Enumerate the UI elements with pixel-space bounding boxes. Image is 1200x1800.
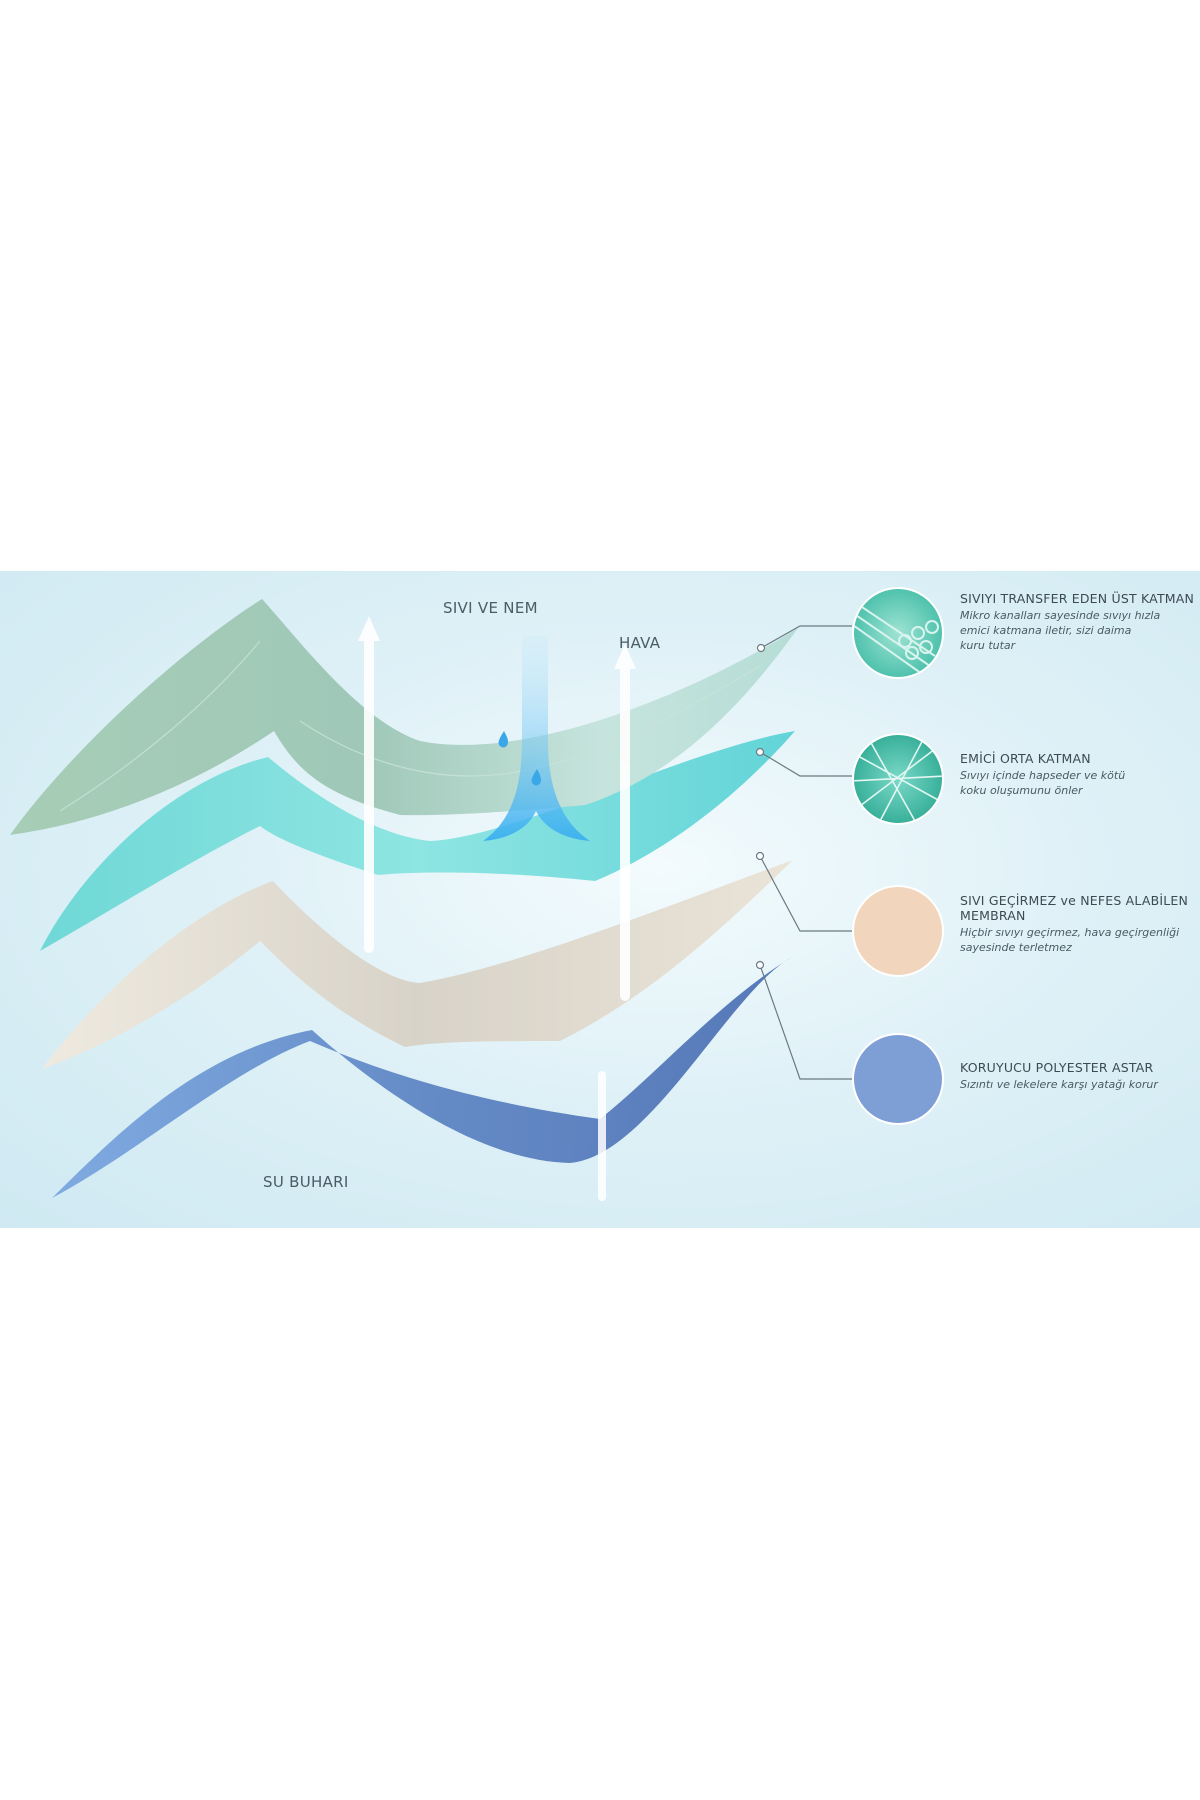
leader-line-absorbent [760,752,852,776]
legend-title: KORUYUCU POLYESTER ASTAR [960,1060,1195,1075]
legend-title: EMİCİ ORTA KATMAN [960,751,1195,766]
legend-title: SIVIYI TRANSFER EDEN ÜST KATMAN [960,591,1195,606]
legend-title: SIVI GEÇİRMEZ ve NEFES ALABİLEN [960,893,1195,908]
legend-description-line: emici katmana iletir, sizi daima [960,623,1195,638]
water-drop-icon [499,731,508,747]
leader-dot-absorbent [757,749,764,756]
legend-absorbent-layer: EMİCİ ORTA KATMAN Sıvıyı içinde hapseder… [960,751,1195,798]
leader-line-liner [760,965,852,1079]
legend-description-line: Sıvıyı içinde hapseder ve kötü [960,768,1195,783]
legend-description-line: sayesinde terletmez [960,940,1195,955]
breathable-membrane-layer [42,860,793,1069]
legend-title: MEMBRAN [960,908,1195,923]
legend-membrane-layer: SIVI GEÇİRMEZ ve NEFES ALABİLEN MEMBRAN … [960,893,1195,955]
flow-label-water-vapor: SU BUHARI [263,1173,349,1191]
vapor-arrow-bottom [598,1071,606,1201]
leader-dot-top [758,645,765,652]
channels-texture-icon [850,587,944,679]
legend-description-line: Mikro kanalları sayesinde sıvıyı hızla [960,608,1195,623]
legend-description-line: kuru tutar [960,638,1195,653]
leader-lines [757,626,853,1079]
legend-liner-layer: KORUYUCU POLYESTER ASTAR Sızıntı ve leke… [960,1060,1195,1092]
leader-dot-membrane [757,853,764,860]
leader-dot-liner [757,962,764,969]
fiber-texture-icon [850,733,945,825]
liner-swatch-icon [852,1033,944,1125]
membrane-swatch-icon [852,885,944,977]
flow-label-air: HAVA [619,634,660,652]
legend-description-line: koku oluşumunu önler [960,783,1195,798]
legend-top-layer: SIVIYI TRANSFER EDEN ÜST KATMAN Mikro ka… [960,591,1195,653]
layer-diagram-panel: SIVI VE NEM HAVA SU BUHARI SIVIYI TRANSF… [0,571,1200,1228]
legend-description-line: Hiçbir sıvıyı geçirmez, hava geçirgenliğ… [960,925,1195,940]
flow-label-liquid-moisture: SIVI VE NEM [443,599,538,617]
legend-description-line: Sızıntı ve lekelere karşı yatağı korur [960,1077,1195,1092]
